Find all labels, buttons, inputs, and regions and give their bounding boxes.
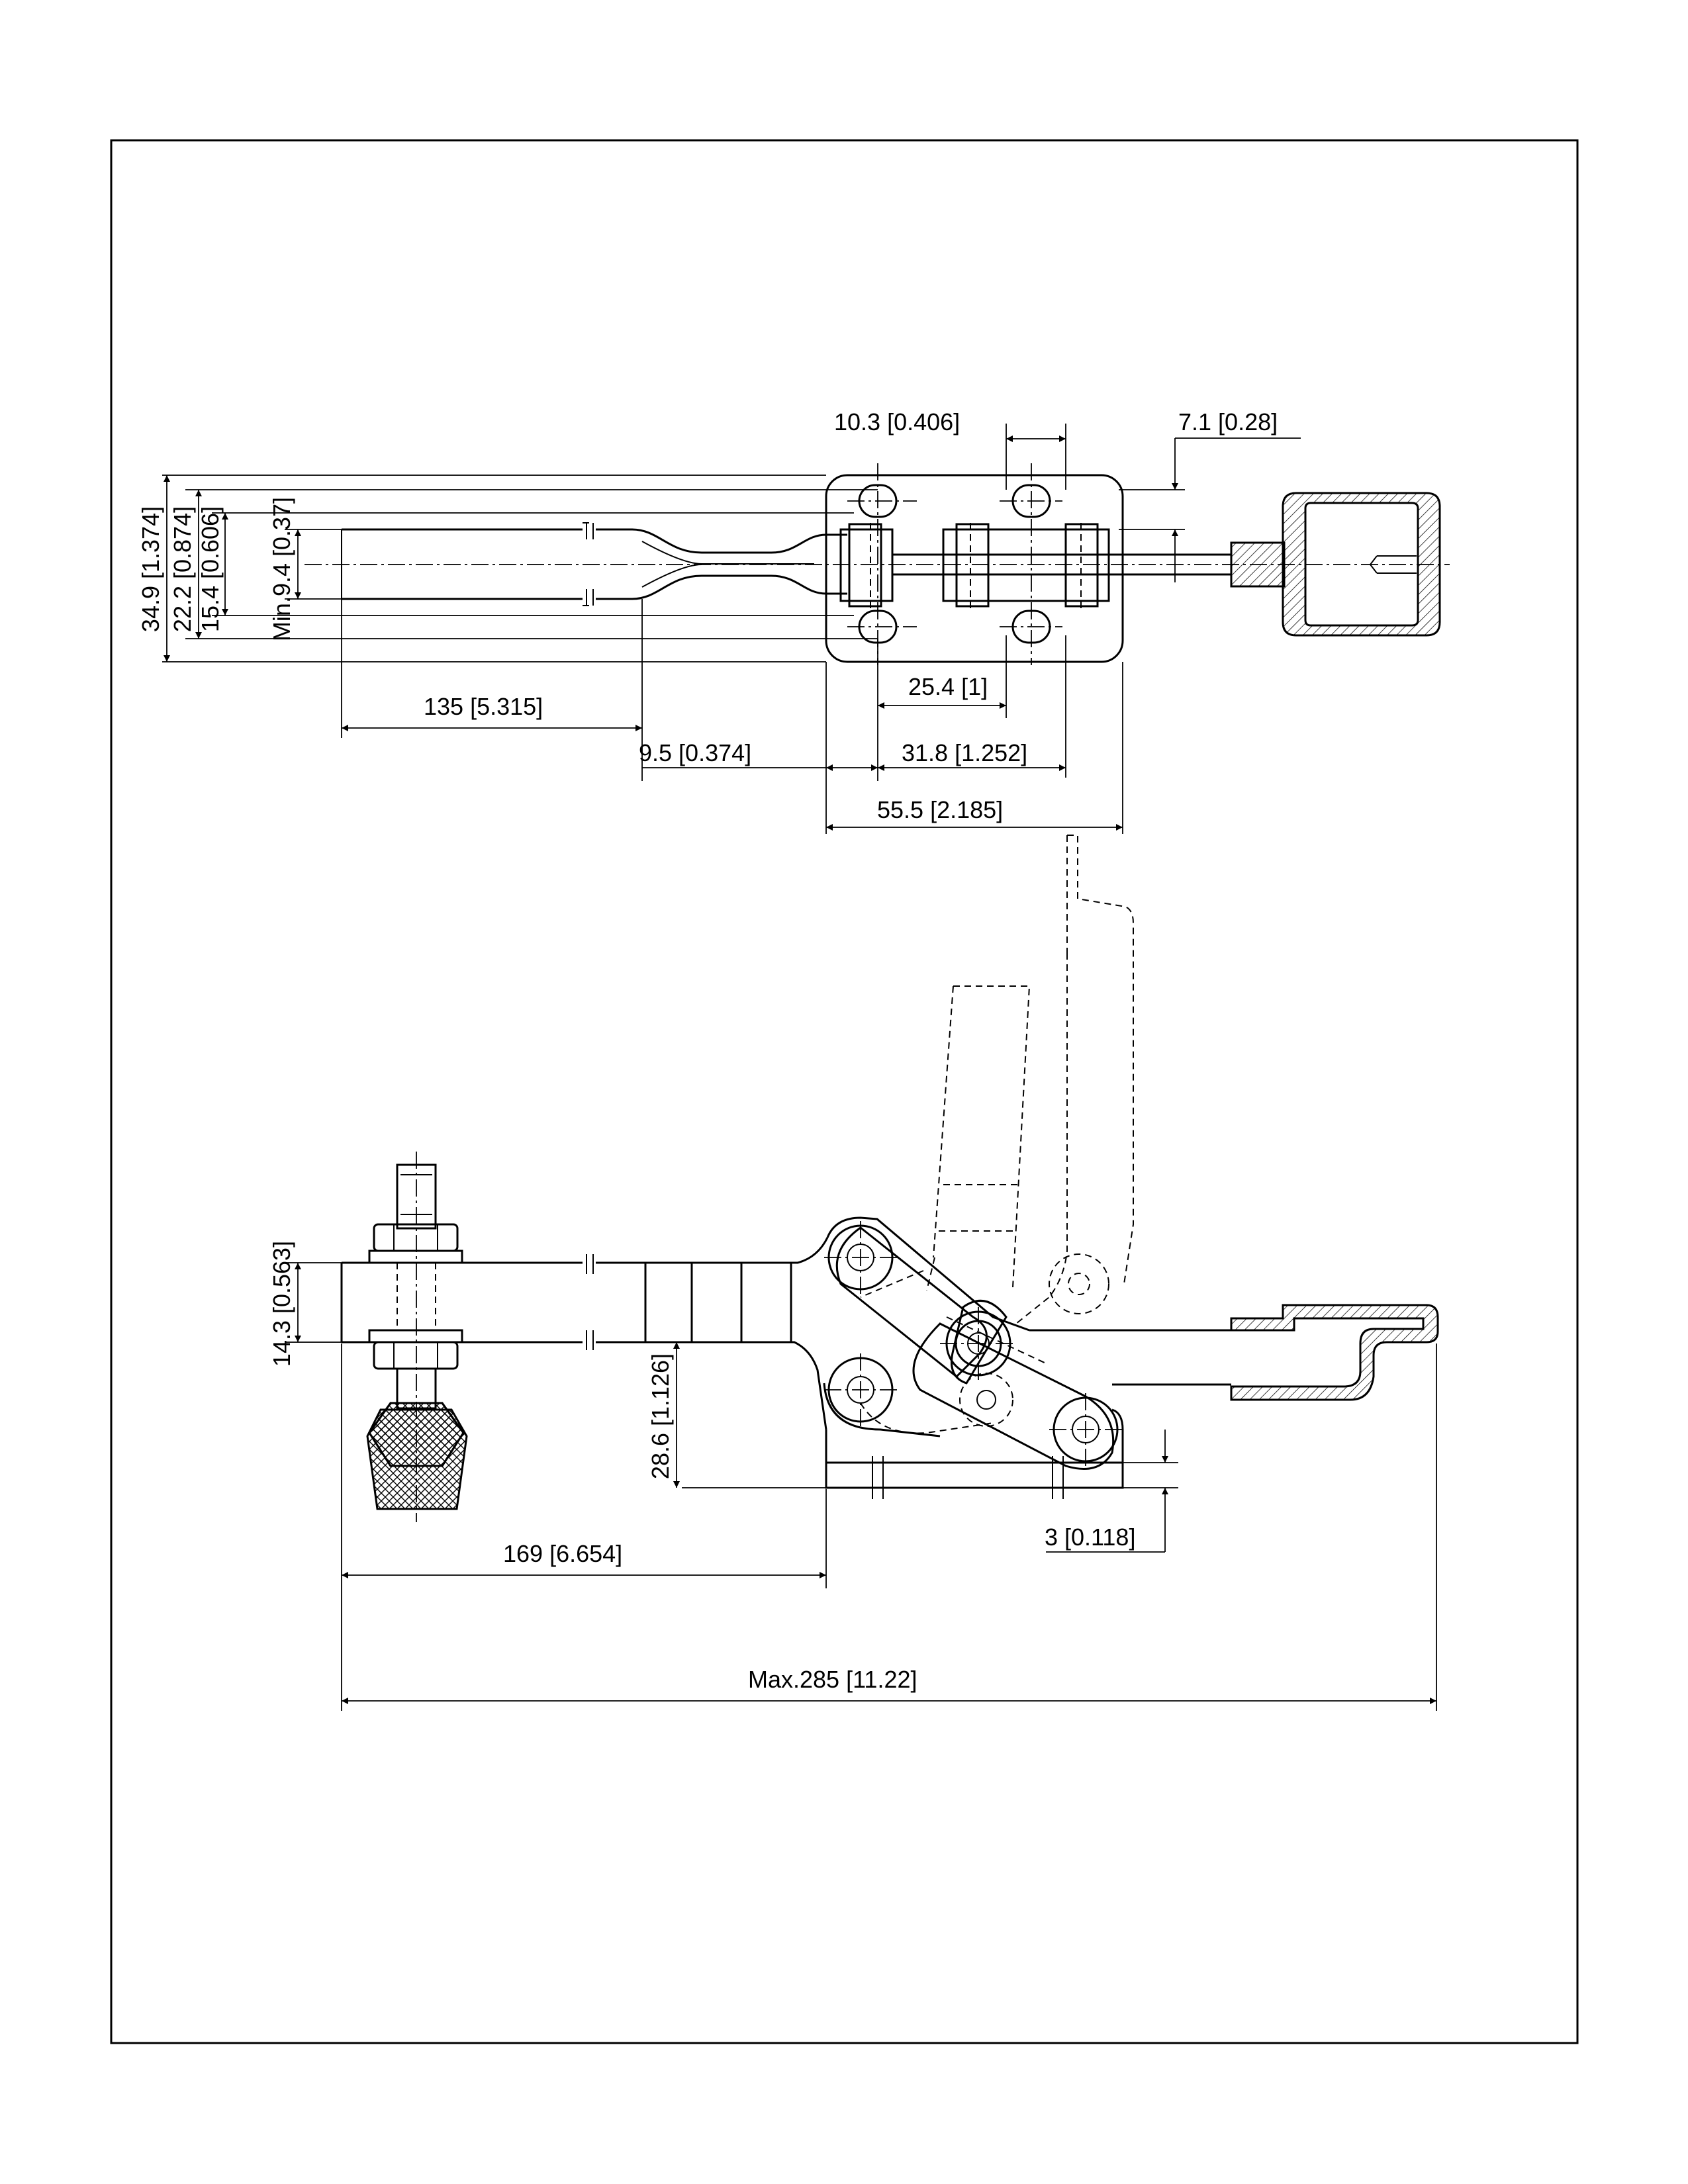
pivot-block [839,528,894,602]
spindle-arm [342,528,847,554]
side-view: 14.3 [0.563] 28.6 [1.126] 3 [0.118] 169 … [268,835,1439,1711]
handle-closed [1029,1304,1439,1401]
dim-base-length: 55.5 [2.185] [877,796,1003,823]
dim-arm-length: 135 [5.315] [424,693,543,720]
dim-slot-pitch: 25.4 [1] [908,673,988,700]
hex-nut [373,1341,459,1370]
dim-spindle-height: 28.6 [1.126] [647,1353,674,1479]
dim-reach: 169 [6.654] [503,1540,622,1567]
washer [368,1250,463,1264]
clamp-base [823,1216,1124,1499]
washer [368,1329,463,1343]
dim-base-edge-to-pivot: 9.5 [0.374] [639,739,751,766]
pivot-block [942,528,1110,602]
clamp-arm [340,1237,829,1430]
pivot-pin [955,523,990,608]
spindle-assembly [366,1152,468,1522]
top-view: 34.9 [1.374] 22.2 [0.874] 15.4 [0.606] M… [137,408,1450,834]
dim-min-opening: Min.9.4 [0.37] [268,497,295,641]
dim-base-thickness: 3 [0.118] [1045,1524,1135,1551]
drawing-border [110,139,1579,2044]
dim-spindle-width: 15.4 [0.606] [197,506,224,632]
pivot-pins [824,1221,1122,1466]
dim-handle-offset: 7.1 [0.28] [1178,408,1278,435]
toggle-links [835,1226,1115,1470]
base-plate [825,474,1124,663]
dim-arm-thickness: 14.3 [0.563] [268,1241,295,1367]
pivot-pin [848,523,882,608]
handle-grip [1282,492,1441,637]
dim-slot-spacing: 10.3 [0.406] [834,408,960,435]
dim-hole-spacing-y: 22.2 [0.874] [169,506,196,632]
dim-hole-pitch: 31.8 [1.252] [902,739,1027,766]
dim-overall-width: 34.9 [1.374] [137,506,164,632]
phantom-handle-open [860,835,1134,1434]
dim-max-length: Max.285 [11.22] [748,1666,917,1693]
